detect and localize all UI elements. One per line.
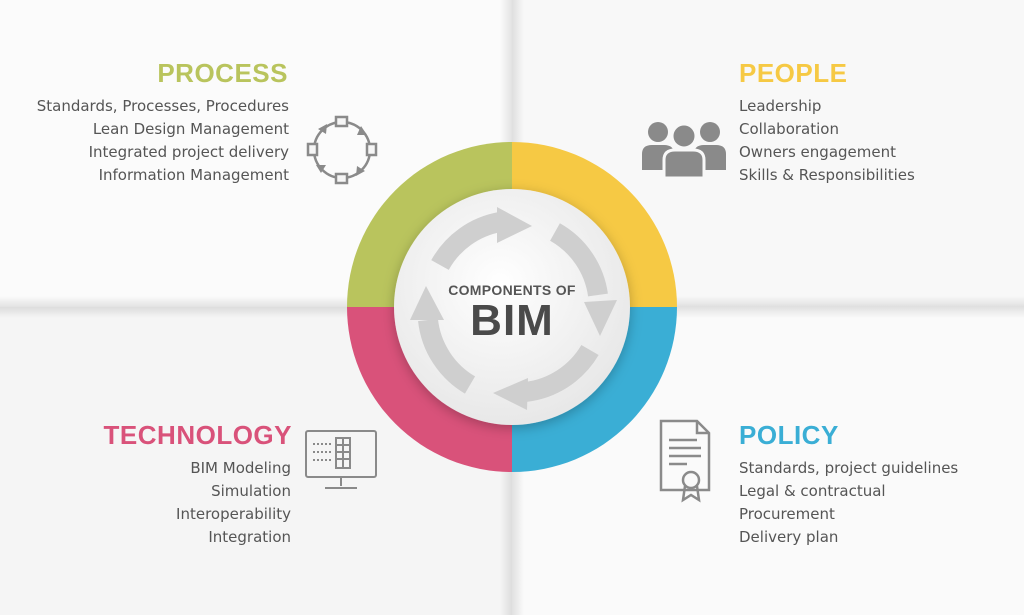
monitor-building-icon <box>305 430 377 489</box>
process-item: Integrated project delivery <box>88 143 289 161</box>
policy-item: Legal & contractual <box>739 482 886 500</box>
center-title: BIM <box>470 296 554 345</box>
process-heading: PROCESS <box>157 58 288 88</box>
process-item: Standards, Processes, Procedures <box>36 97 289 115</box>
policy-heading: POLICY <box>739 420 839 450</box>
people-item: Leadership <box>739 97 822 115</box>
technology-item: Interoperability <box>176 505 291 523</box>
policy-item: Standards, project guidelines <box>739 459 959 477</box>
certificate-document-icon <box>659 419 711 503</box>
center-subtitle: COMPONENTS OF <box>448 282 576 298</box>
cycle-arrows-icon <box>410 207 617 410</box>
people-item: Skills & Responsibilities <box>739 166 915 184</box>
technology-item: Integration <box>208 528 291 546</box>
technology-list: BIM Modeling Simulation Interoperability… <box>176 457 291 549</box>
policy-list: Standards, project guidelines Legal & co… <box>739 457 958 549</box>
people-group-icon <box>642 122 726 180</box>
people-item: Collaboration <box>739 120 839 138</box>
process-item: Information Management <box>98 166 289 184</box>
people-heading: PEOPLE <box>739 58 848 88</box>
process-item: Lean Design Management <box>92 120 289 138</box>
policy-item: Procurement <box>739 505 835 523</box>
technology-item: Simulation <box>211 482 291 500</box>
process-list: Standards, Processes, Procedures Lean De… <box>37 95 289 187</box>
people-item: Owners engagement <box>739 143 896 161</box>
technology-item: BIM Modeling <box>190 459 291 477</box>
people-list: Leadership Collaboration Owners engageme… <box>739 95 915 187</box>
cycle-icon <box>306 115 378 185</box>
policy-item: Delivery plan <box>739 528 839 546</box>
technology-heading: TECHNOLOGY <box>103 420 292 450</box>
